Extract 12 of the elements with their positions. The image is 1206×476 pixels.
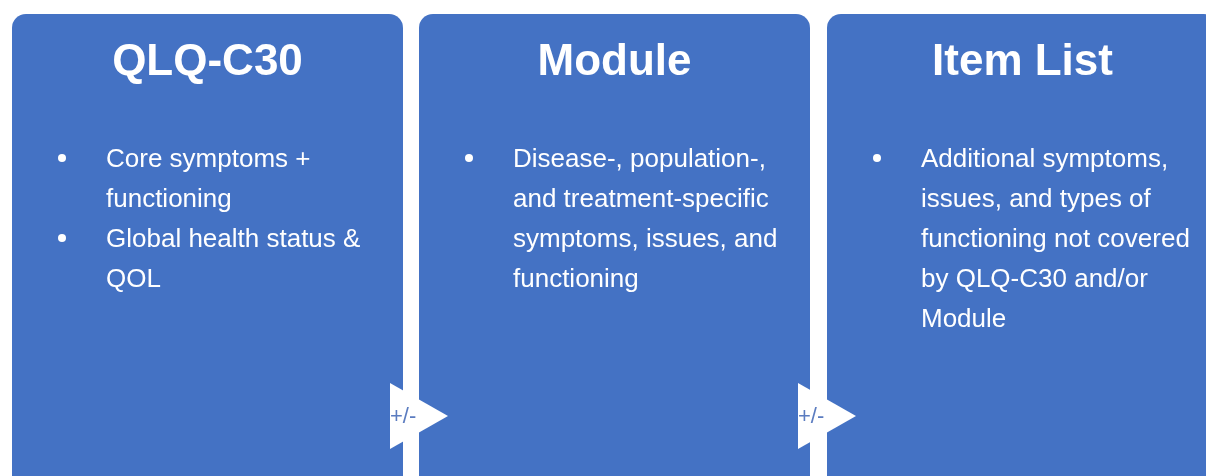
edge-label: +/-	[390, 403, 417, 429]
bullet-text: Global health status & QOL	[106, 222, 362, 295]
module-panel	[827, 14, 1206, 476]
bullet-text: Additional symptoms, issues, and types of functioning not covered by QLQ-C30 and/or Module	[921, 142, 1191, 335]
panel-title: Module	[536, 34, 693, 86]
arrow	[390, 383, 448, 449]
edge-label: +/-	[798, 403, 825, 429]
arrow	[798, 383, 856, 449]
bullet-text: Disease-, population-, and treatment-specific symptoms, issues, and functioning	[513, 142, 779, 295]
bullet-text: Core symptoms + functioning	[106, 142, 312, 215]
panel-title: Item List	[931, 34, 1114, 86]
panel-title: QLQ-C30	[111, 34, 304, 86]
